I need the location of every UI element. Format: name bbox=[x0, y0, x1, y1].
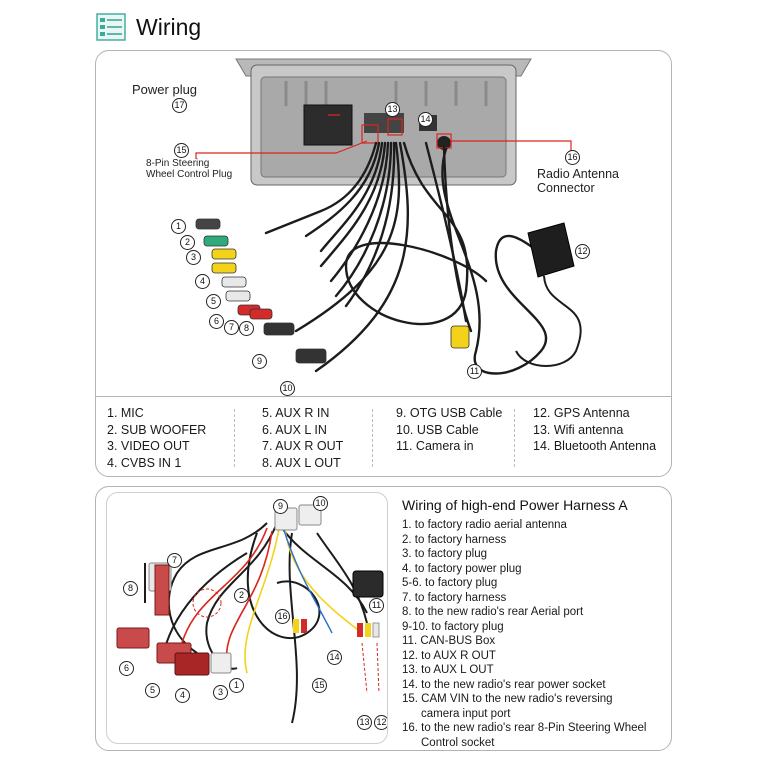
harness-item: 8. to the new radio's rear Aerial port bbox=[402, 606, 584, 618]
callout-5: 5 bbox=[206, 294, 221, 309]
harness-callout-11: 11 bbox=[369, 598, 384, 613]
harness-item: 13. to AUX L OUT bbox=[402, 664, 494, 676]
harness-description: Wiring of high-end Power Harness A 1. to… bbox=[402, 497, 667, 750]
harness-callout-7: 7 bbox=[167, 553, 182, 568]
harness-item: 15. CAM VIN to the new radio's reversing bbox=[402, 693, 613, 705]
harness-item: 16. to the new radio's rear 8-Pin Steeri… bbox=[402, 722, 647, 734]
callout-17: 17 bbox=[172, 98, 187, 113]
harness-callout-9: 9 bbox=[273, 499, 288, 514]
harness-item: 7. to factory harness bbox=[402, 591, 507, 604]
legend-item: 6. AUX L IN bbox=[262, 422, 327, 437]
legend-item: 1. MIC bbox=[107, 406, 144, 420]
harness-callout-10: 10 bbox=[313, 496, 328, 511]
harness-callout-3: 3 bbox=[213, 685, 228, 700]
power-plug-label: Power plug bbox=[132, 82, 198, 97]
page-header: Wiring bbox=[96, 12, 201, 42]
legend-item: 12. GPS Antenna bbox=[533, 406, 630, 420]
callout-10: 10 bbox=[280, 381, 295, 396]
harness-callout-5: 5 bbox=[145, 683, 160, 698]
radio-antenna-label: Radio Antenna Connector bbox=[537, 167, 620, 195]
callout-11: 11 bbox=[467, 364, 482, 379]
page-title: Wiring bbox=[136, 13, 202, 40]
legend-divider bbox=[234, 409, 235, 467]
steering-plug-label: 8-Pin Steering Wheel Control Plug bbox=[146, 158, 233, 180]
legend-item: 4. CVBS IN 1 bbox=[107, 455, 182, 470]
legend-item: 3. VIDEO OUT bbox=[107, 439, 190, 453]
harness-item: 12. to AUX R OUT bbox=[402, 649, 496, 662]
harness-item: 4. to factory power plug bbox=[402, 562, 522, 575]
callout-7: 7 bbox=[224, 320, 239, 335]
harness-item: 5-6. to factory plug bbox=[402, 577, 498, 589]
legend-item: 2. SUB WOOFER bbox=[107, 422, 207, 437]
callout-15: 15 bbox=[174, 143, 189, 158]
wiring-diagram-panel: Power plug 8-Pin Steering Wheel Control … bbox=[95, 50, 672, 477]
harness-item: 14. to the new radio's rear power socket bbox=[402, 678, 606, 691]
power-harness-illustration bbox=[116, 504, 384, 724]
callout-14: 14 bbox=[418, 112, 433, 127]
harness-item: Control socket bbox=[421, 736, 495, 749]
legend-col-3: 9. OTG USB Cable 10. USB Cable 11. Camer… bbox=[396, 405, 502, 455]
harness-item: 11. CAN-BUS Box bbox=[402, 635, 496, 647]
callout-1: 1 bbox=[171, 219, 186, 234]
legend-col-2: 5. AUX R IN 6. AUX L IN 7. AUX R OUT 8. … bbox=[262, 405, 343, 471]
callout-12: 12 bbox=[575, 244, 590, 259]
harness-callout-6: 6 bbox=[119, 661, 134, 676]
legend-item: 10. USB Cable bbox=[396, 422, 479, 437]
callout-8: 8 bbox=[239, 321, 254, 336]
harness-callout-16: 16 bbox=[275, 609, 290, 624]
harness-photo: 1 2 3 4 5 6 7 8 9 10 11 12 13 14 15 16 bbox=[106, 492, 388, 744]
harness-callout-15: 15 bbox=[312, 678, 327, 693]
legend-divider bbox=[372, 409, 373, 467]
callout-6: 6 bbox=[209, 314, 224, 329]
harness-item: 2. to factory harness bbox=[402, 533, 507, 546]
legend-col-1: 1. MIC 2. SUB WOOFER 3. VIDEO OUT 4. CVB… bbox=[107, 405, 206, 471]
legend-item: 9. OTG USB Cable bbox=[396, 406, 503, 420]
wiring-legend: 1. MIC 2. SUB WOOFER 3. VIDEO OUT 4. CVB… bbox=[96, 396, 671, 476]
harness-callout-14: 14 bbox=[327, 650, 342, 665]
harness-callout-8: 8 bbox=[123, 581, 138, 596]
harness-callout-4: 4 bbox=[175, 688, 190, 703]
callout-2: 2 bbox=[180, 235, 195, 250]
power-harness-panel: 1 2 3 4 5 6 7 8 9 10 11 12 13 14 15 16 W… bbox=[95, 486, 672, 751]
harness-title: Wiring of high-end Power Harness A bbox=[402, 497, 628, 513]
list-icon bbox=[96, 13, 126, 41]
legend-item: 5. AUX R IN bbox=[262, 406, 330, 420]
callout-3: 3 bbox=[186, 250, 201, 265]
legend-divider bbox=[514, 409, 515, 467]
harness-item: 3. to factory plug bbox=[402, 548, 488, 560]
legend-item: 14. Bluetooth Antenna bbox=[533, 439, 657, 453]
harness-callout-13: 13 bbox=[357, 715, 372, 730]
legend-item: 13. Wifi antenna bbox=[533, 422, 624, 437]
head-unit-illustration bbox=[195, 58, 582, 375]
harness-callout-1: 1 bbox=[229, 678, 244, 693]
legend-item: 8. AUX L OUT bbox=[262, 455, 341, 470]
callout-4: 4 bbox=[195, 274, 210, 289]
harness-item: 9-10. to factory plug bbox=[402, 620, 504, 633]
legend-item: 11. Camera in bbox=[396, 439, 474, 453]
legend-item: 7. AUX R OUT bbox=[262, 439, 344, 453]
legend-col-4: 12. GPS Antenna 13. Wifi antenna 14. Blu… bbox=[533, 405, 656, 455]
harness-item: camera input port bbox=[421, 707, 511, 720]
harness-item: 1. to factory radio aerial antenna bbox=[402, 519, 567, 531]
callout-16: 16 bbox=[565, 150, 580, 165]
harness-callout-2: 2 bbox=[234, 588, 249, 603]
harness-callout-12: 12 bbox=[374, 715, 387, 730]
callout-9: 9 bbox=[252, 354, 267, 369]
callout-13: 13 bbox=[385, 102, 400, 117]
